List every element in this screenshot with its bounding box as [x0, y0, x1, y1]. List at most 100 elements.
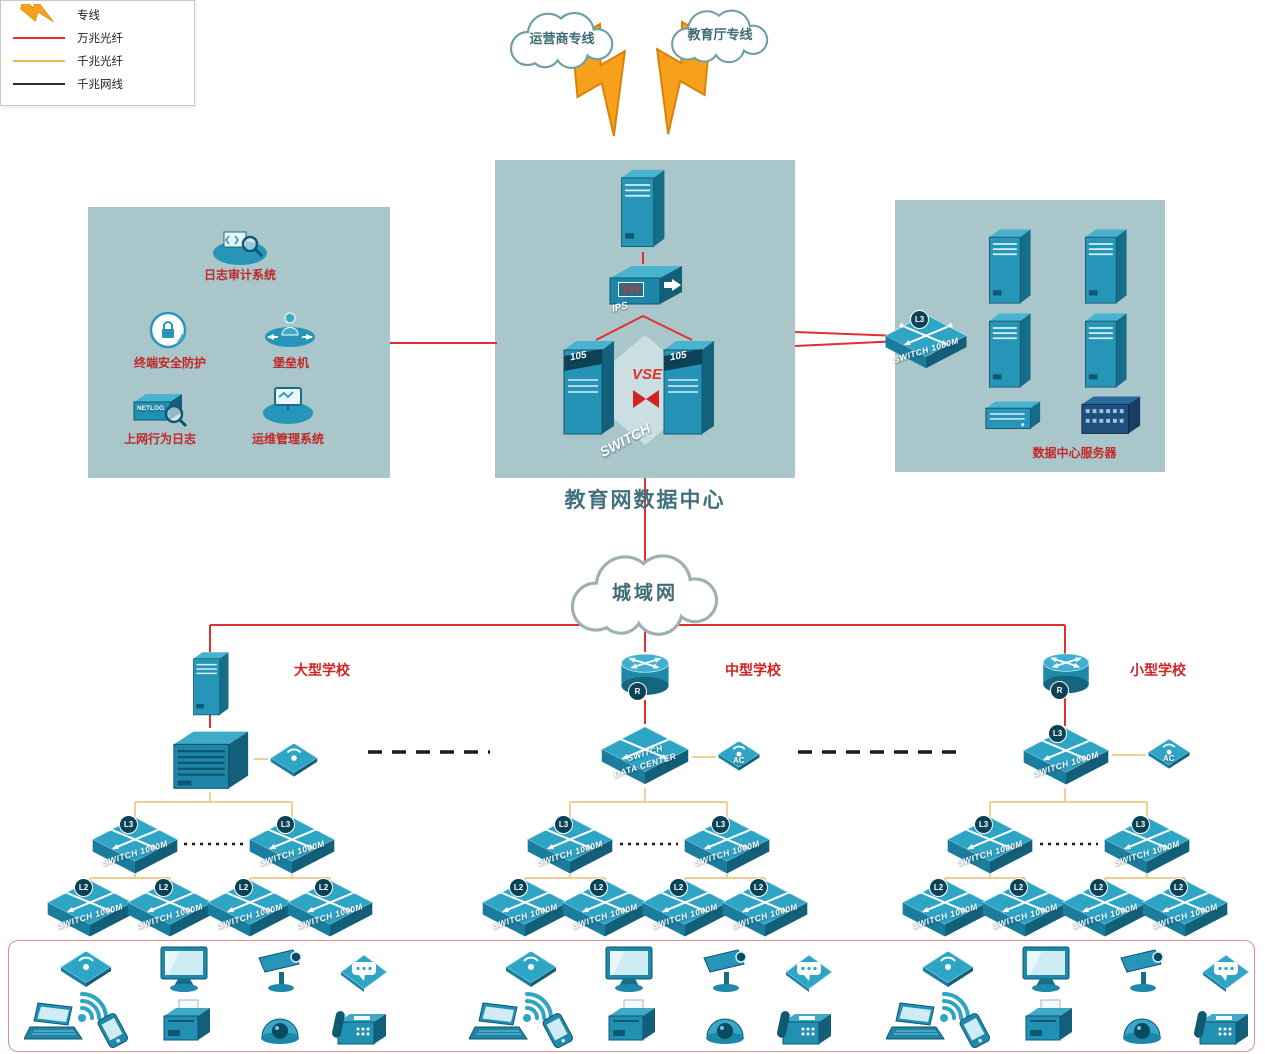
endpoint-laptop[interactable]	[469, 1000, 531, 1051]
bastion-host[interactable]	[260, 308, 320, 353]
dc-server[interactable]	[1082, 310, 1130, 399]
switch-badge: L2	[234, 878, 253, 897]
cloud-label: 运营商专线	[529, 31, 595, 46]
log-audit-system[interactable]	[208, 226, 272, 271]
dc-gateway-device[interactable]	[618, 166, 668, 259]
server-icon	[188, 650, 234, 720]
medium-school-router[interactable]: R	[616, 650, 674, 701]
legend-label: 千兆光纤	[77, 55, 123, 68]
switch-badge: L3	[711, 815, 730, 834]
dc-ips-device[interactable]: 151 IPS	[604, 262, 688, 316]
legend-line-10g	[13, 36, 65, 39]
log-audit-label: 日志审计系统	[203, 268, 276, 282]
server-icon	[986, 226, 1034, 310]
education-line-cloud[interactable]: 教育厅专线	[644, 4, 796, 66]
ops-management-system[interactable]	[258, 384, 318, 431]
endpoint-printer[interactable]	[603, 998, 661, 1051]
medium-school-ac[interactable]: AC	[716, 738, 762, 772]
terminal-security-system[interactable]	[144, 310, 192, 359]
ac-icon	[1146, 736, 1192, 770]
endpoint-smartphone[interactable]	[950, 1012, 1000, 1054]
legend-label: 万兆光纤	[77, 32, 123, 45]
endpoint-dome-camera[interactable]	[701, 1004, 749, 1051]
man-cloud[interactable]: 城域网	[543, 546, 747, 640]
switch-badge: L2	[589, 878, 608, 897]
fax-phone-icon	[1192, 1006, 1254, 1050]
medium-school-core-switch[interactable]: SWITCH DATA CENTER	[598, 722, 692, 788]
small-school-router[interactable]: R	[1038, 650, 1094, 700]
smartphone-icon	[533, 1012, 583, 1050]
endpoint-monitor[interactable]	[603, 944, 655, 999]
large-school-server[interactable]	[188, 650, 234, 725]
ptz-camera-icon	[1116, 946, 1170, 994]
endpoint-fax-phone[interactable]	[1192, 1006, 1254, 1054]
dc-core-switch-right[interactable]: 105	[658, 334, 720, 442]
endpoint-fax-phone[interactable]	[775, 1006, 837, 1054]
smartphone-icon	[88, 1012, 138, 1050]
laptop-icon	[469, 1000, 531, 1046]
legend-row-1g-cable: 千兆网线	[1, 72, 194, 95]
switch-badge: L2	[74, 878, 93, 897]
ips-led-display: 151	[618, 282, 644, 297]
endpoint-chat[interactable]	[338, 952, 390, 997]
endpoint-chat[interactable]	[783, 952, 835, 997]
operator-line-cloud[interactable]: 运营商专线	[486, 6, 638, 72]
dc-storage[interactable]	[982, 398, 1044, 437]
server-zone-l3-switch[interactable]: L3 SWITCH 1000M	[882, 310, 970, 370]
large-school-wireless-ap[interactable]	[268, 740, 320, 783]
endpoint-chat[interactable]	[1200, 952, 1252, 997]
endpoint-ptz-camera[interactable]	[699, 946, 753, 999]
log-audit-icon	[213, 231, 267, 265]
ac-label: AC	[1163, 754, 1175, 763]
endpoint-smartphone[interactable]	[88, 1012, 138, 1054]
endpoint-printer[interactable]	[158, 998, 216, 1051]
netlog-system[interactable]: NETLOG	[126, 388, 190, 428]
dc-rack-switch[interactable]	[1078, 392, 1144, 443]
monitor-icon	[603, 944, 655, 994]
endpoint-printer[interactable]	[1020, 998, 1078, 1051]
laptop-icon	[24, 1000, 86, 1046]
ptz-camera-icon	[699, 946, 753, 994]
dc-server[interactable]	[986, 226, 1034, 315]
legend-line-1g-cable	[13, 82, 65, 85]
monitor-icon	[158, 944, 210, 994]
small-school-core-switch[interactable]: L3 SWITCH 1000M	[1020, 724, 1112, 788]
endpoint-smartphone[interactable]	[533, 1012, 583, 1054]
endpoint-laptop[interactable]	[24, 1000, 86, 1051]
endpoint-fax-phone[interactable]	[330, 1006, 392, 1054]
endpoint-monitor[interactable]	[158, 944, 210, 999]
endpoint-dome-camera[interactable]	[256, 1004, 304, 1051]
endpoint-ptz-camera[interactable]	[1116, 946, 1170, 999]
dc-server[interactable]	[1082, 226, 1130, 315]
dc-server[interactable]	[986, 310, 1034, 399]
wireless-ap-icon	[503, 948, 559, 988]
switch-badge: L2	[1009, 878, 1028, 897]
endpoint-laptop[interactable]	[886, 1000, 948, 1051]
small-school-ac[interactable]: AC	[1146, 736, 1192, 770]
endpoint-ptz-camera[interactable]	[254, 946, 308, 999]
dc-core-switch-left[interactable]: 105	[558, 334, 620, 442]
large-school-core-device[interactable]	[168, 726, 254, 797]
dome-camera-icon	[701, 1004, 749, 1046]
endpoint-dome-camera[interactable]	[1118, 1004, 1166, 1051]
endpoint-monitor[interactable]	[1020, 944, 1072, 999]
lightning-icon	[20, 3, 54, 22]
